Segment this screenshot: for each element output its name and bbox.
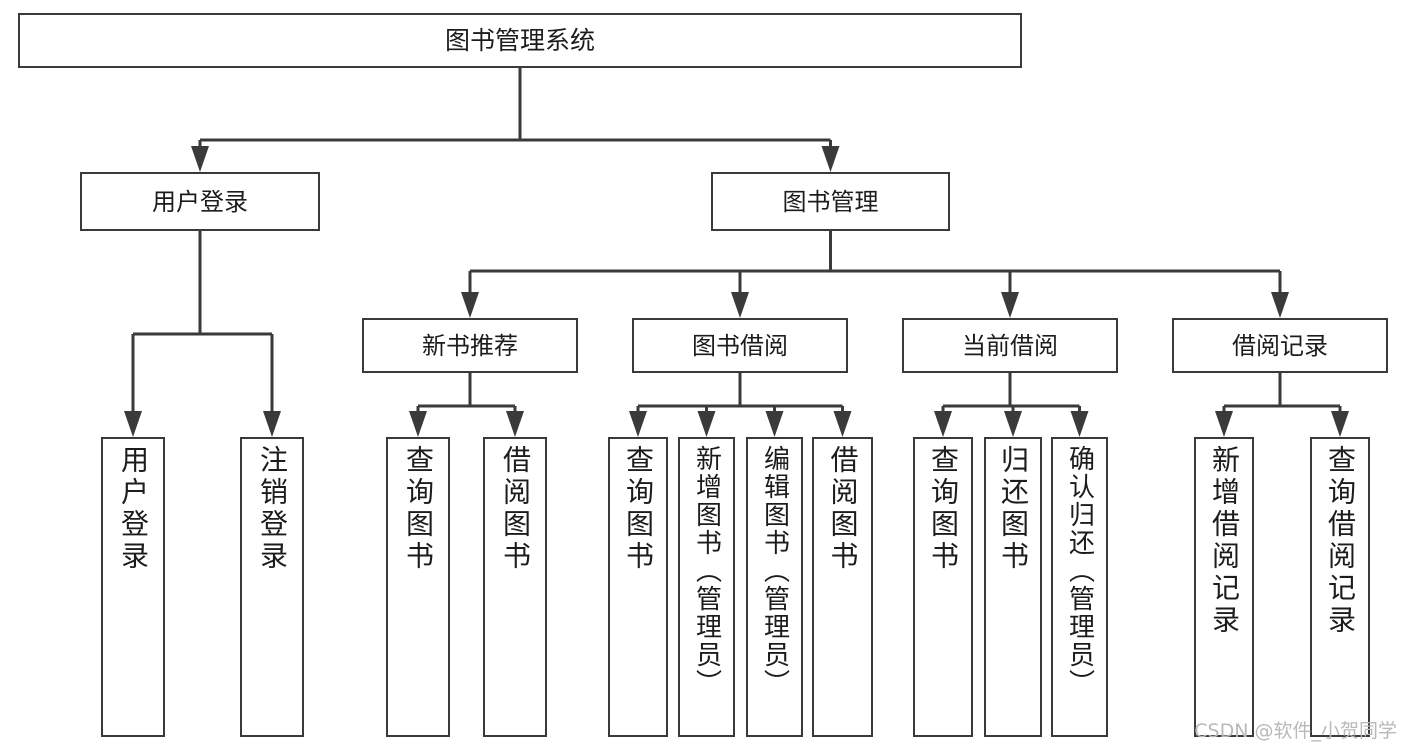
node-label: 用户登录 bbox=[152, 187, 248, 216]
node-label: 当前借阅 bbox=[962, 331, 1058, 360]
node-label: 图书借阅 bbox=[692, 331, 788, 360]
arrow-head-icon bbox=[506, 411, 524, 437]
arrow-head-icon bbox=[1070, 411, 1089, 437]
node-label: 确认归还（管理员） bbox=[1064, 445, 1095, 697]
arrow-head-icon bbox=[191, 146, 209, 172]
node-label: 新书推荐 bbox=[422, 331, 518, 360]
node-l3-c2[interactable]: 新增图书（管理员） bbox=[678, 437, 735, 737]
arrow-head-icon bbox=[833, 411, 852, 437]
arrow-head-icon bbox=[1271, 292, 1289, 318]
node-l2-current[interactable]: 当前借阅 bbox=[902, 318, 1118, 373]
node-label: 编辑图书（管理员） bbox=[759, 445, 790, 697]
node-label: 注销登录 bbox=[256, 445, 289, 573]
node-l3-b1[interactable]: 查询图书 bbox=[386, 437, 450, 737]
node-l2-borrow[interactable]: 图书借阅 bbox=[632, 318, 848, 373]
arrow-head-icon bbox=[629, 411, 647, 437]
node-l3-e2[interactable]: 查询借阅记录 bbox=[1310, 437, 1370, 737]
node-label: 新增借阅记录 bbox=[1208, 445, 1241, 637]
arrow-head-icon bbox=[821, 146, 840, 172]
node-l3-e1[interactable]: 新增借阅记录 bbox=[1194, 437, 1254, 737]
node-l2-history[interactable]: 借阅记录 bbox=[1172, 318, 1388, 373]
node-l2-newrec[interactable]: 新书推荐 bbox=[362, 318, 578, 373]
arrow-head-icon bbox=[1004, 411, 1022, 437]
node-label: 新增图书（管理员） bbox=[691, 445, 722, 697]
node-l3-d3[interactable]: 确认归还（管理员） bbox=[1051, 437, 1108, 737]
node-l3-c4[interactable]: 借阅图书 bbox=[812, 437, 873, 737]
node-l3-d2[interactable]: 归还图书 bbox=[984, 437, 1042, 737]
node-label: 图书管理 bbox=[782, 187, 879, 216]
node-l1-books[interactable]: 图书管理 bbox=[711, 172, 950, 231]
node-label: 归还图书 bbox=[997, 445, 1030, 573]
node-label: 查询图书 bbox=[402, 445, 435, 573]
node-l3-a1[interactable]: 用户登录 bbox=[101, 437, 165, 737]
arrow-head-icon bbox=[1215, 411, 1233, 437]
node-l3-b2[interactable]: 借阅图书 bbox=[483, 437, 547, 737]
node-l3-c1[interactable]: 查询图书 bbox=[608, 437, 668, 737]
node-root[interactable]: 图书管理系统 bbox=[18, 13, 1022, 68]
node-label: 借阅图书 bbox=[499, 445, 532, 573]
arrow-head-icon bbox=[409, 411, 427, 437]
arrow-head-icon bbox=[124, 411, 142, 437]
node-label: 查询图书 bbox=[927, 445, 960, 573]
arrow-head-icon bbox=[934, 411, 952, 437]
node-l1-login[interactable]: 用户登录 bbox=[80, 172, 320, 231]
arrow-head-icon bbox=[697, 411, 716, 437]
node-label: 借阅图书 bbox=[826, 445, 860, 573]
node-l3-a2[interactable]: 注销登录 bbox=[240, 437, 304, 737]
node-label: 查询借阅记录 bbox=[1324, 445, 1357, 637]
arrow-head-icon bbox=[1001, 292, 1019, 318]
arrow-head-icon bbox=[731, 292, 749, 318]
node-label: 用户登录 bbox=[117, 445, 150, 573]
node-label: 图书管理系统 bbox=[444, 26, 595, 55]
node-label: 查询图书 bbox=[622, 445, 655, 573]
arrow-head-icon bbox=[1331, 411, 1349, 437]
node-l3-d1[interactable]: 查询图书 bbox=[913, 437, 973, 737]
arrow-head-icon bbox=[765, 411, 784, 437]
watermark-text: CSDN @软件_小贺同学 bbox=[1194, 720, 1397, 742]
arrow-head-icon bbox=[461, 292, 479, 318]
node-label: 借阅记录 bbox=[1232, 331, 1328, 360]
arrow-head-icon bbox=[263, 411, 281, 437]
node-l3-c3[interactable]: 编辑图书（管理员） bbox=[746, 437, 803, 737]
